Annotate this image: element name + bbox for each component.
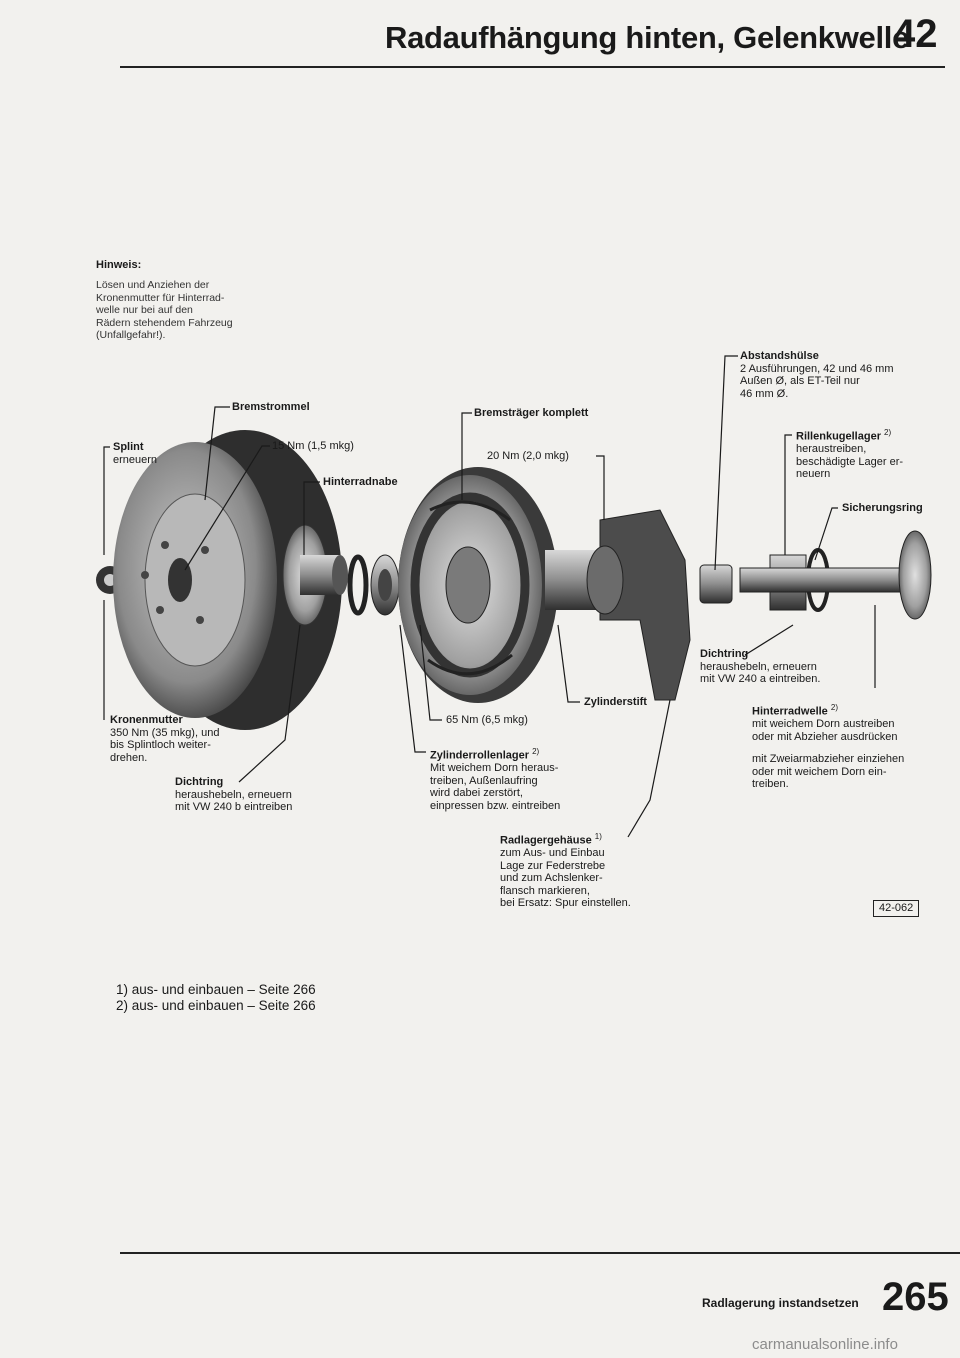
- seal-left: [347, 554, 369, 616]
- note-line: Lösen und Anziehen der: [96, 279, 210, 291]
- note-title: Hinweis:: [96, 259, 142, 271]
- label-hinterradwelle: Hinterradwelle 2) mit weichem Dorn austr…: [752, 703, 905, 791]
- figure-reference: 42-062: [873, 900, 920, 917]
- footnote-2: 2) aus- und einbauen – Seite 266: [116, 998, 316, 1013]
- note-line: Rädern stehendem Fahrzeug: [96, 316, 233, 329]
- label-zylinderrollenlager: Zylinderrollenlager 2) Mit weichem Dorn …: [430, 747, 561, 812]
- note-block: Hinweis: Lösen und Anziehen der Kronenmu…: [96, 259, 233, 342]
- label-abstandshuelse: Abstandshülse 2 Ausführungen, 42 und 46 …: [740, 350, 894, 400]
- label-zylinderstift: Zylinderstift: [584, 696, 647, 708]
- note-line: welle nur bei auf den: [96, 304, 193, 316]
- footnotes: 1) aus- und einbauen – Seite 266 2) aus-…: [116, 982, 316, 1014]
- spacer-sleeve: [699, 564, 733, 604]
- footer-rule: [120, 1252, 960, 1254]
- brake-backing-plate: [398, 467, 558, 703]
- label-dichtring-left: Dichtring heraushebeln, erneuern mit VW …: [175, 776, 293, 813]
- footnote-1: 1) aus- und einbauen – Seite 266: [116, 982, 316, 997]
- wheel-bearing-housing: [545, 509, 691, 701]
- rear-axle-shaft: [739, 530, 932, 620]
- label-radlagergehaeuse: Radlagergehäuse 1) zum Aus- und Einbau L…: [500, 832, 631, 910]
- leader-lines: [103, 355, 876, 838]
- page-header-title: Radaufhängung hinten, Gelenkwelle: [385, 20, 910, 55]
- watermark: carmanualsonline.info: [752, 1336, 898, 1353]
- label-hinterradnabe: Hinterradnabe: [323, 476, 398, 488]
- brake-drum: [113, 430, 342, 730]
- wheel-hub: [282, 524, 348, 626]
- note-line: Kronenmutter für Hinterrad-: [96, 291, 225, 304]
- label-torque-65: 65 Nm (6,5 mkg): [446, 714, 528, 726]
- label-torque-20: 20 Nm (2,0 mkg): [487, 450, 569, 462]
- footer-section-title: Radlagerung instandsetzen: [702, 1296, 859, 1310]
- header-rule: [120, 66, 945, 68]
- label-kronenmutter: Kronenmutter 350 Nm (35 mkg), und bis Sp…: [110, 714, 220, 764]
- page-number: 265: [882, 1275, 949, 1319]
- chapter-number: 42: [893, 12, 938, 56]
- label-torque-15: 15 Nm (1,5 mkg): [272, 440, 354, 452]
- roller-bearing: [370, 554, 400, 616]
- label-dichtring-right: Dichtring heraushebeln, erneuern mit VW …: [700, 648, 821, 685]
- label-sicherungsring: Sicherungsring: [842, 502, 923, 514]
- label-bremstraeger: Bremsträger komplett: [474, 407, 589, 419]
- label-bremstrommel: Bremstrommel: [232, 401, 310, 413]
- label-rillenkugellager: Rillenkugellager 2) heraustreiben, besch…: [796, 428, 904, 481]
- note-line: (Unfallgefahr!).: [96, 329, 166, 341]
